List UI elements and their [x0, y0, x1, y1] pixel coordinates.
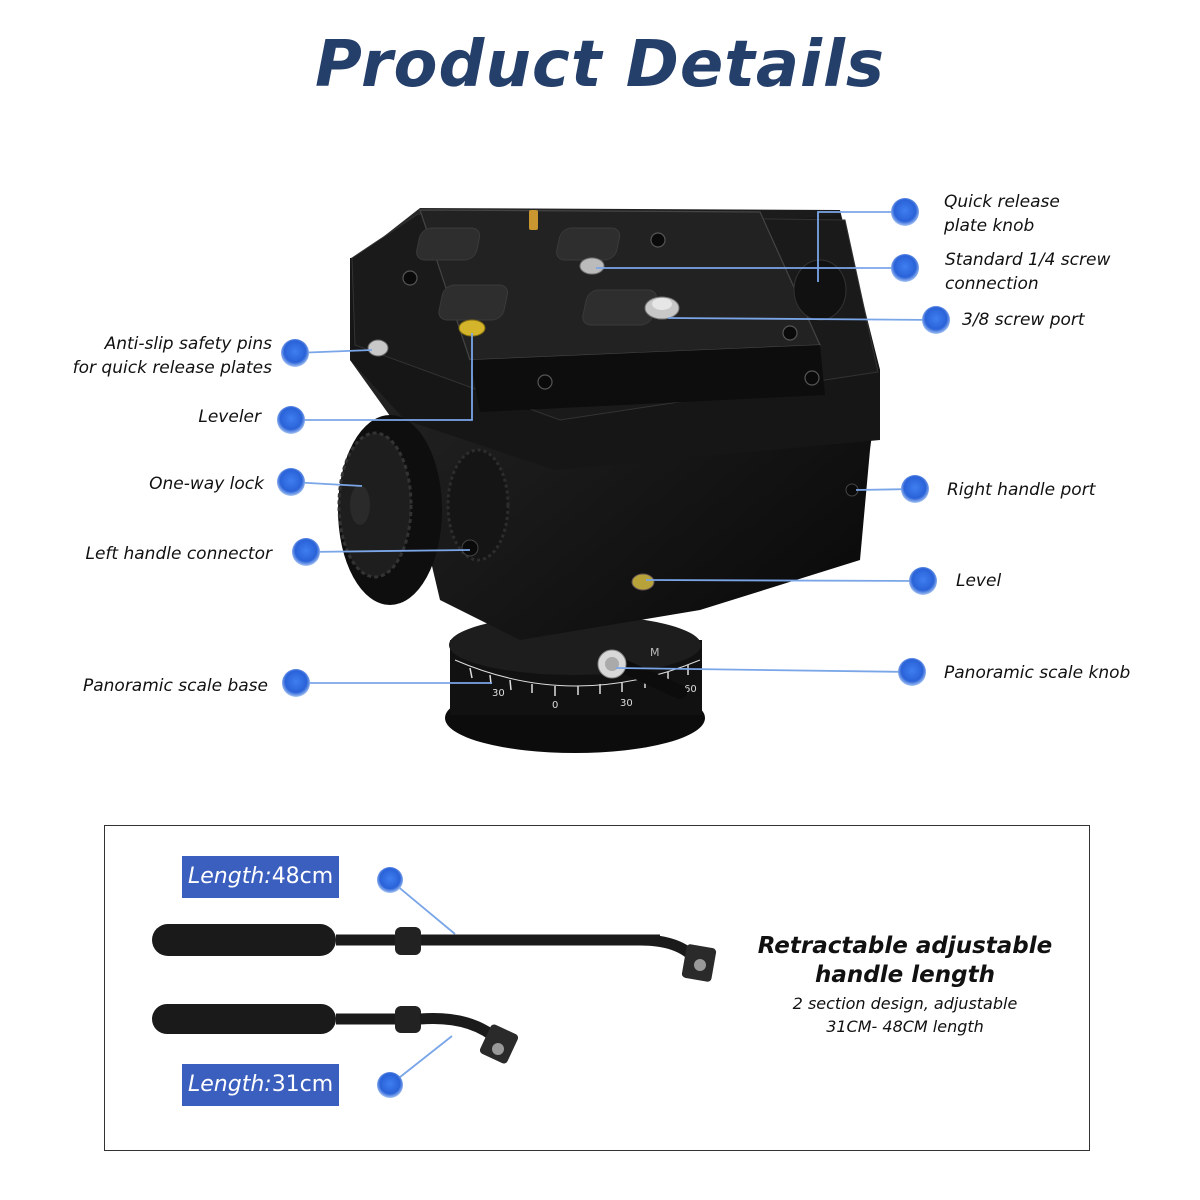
retractable-heading: Retractable adjustable handle length: [757, 933, 1053, 988]
safety-pin-icon: [367, 339, 389, 357]
label-anti-slip-pins: Anti-slip safety pins for quick release …: [72, 334, 272, 378]
label-standard-screw: Standard 1/4 screw connection: [945, 250, 1111, 294]
label-one-way-lock: One-way lock: [149, 474, 264, 494]
label-screw-port: 3/8 screw port: [962, 310, 1085, 330]
callout-dots: [277, 198, 950, 697]
label-panoramic-scale-knob: Panoramic scale knob: [944, 663, 1131, 683]
label-right-handle-port: Right handle port: [947, 480, 1096, 500]
level-bubble-icon: [631, 573, 655, 591]
callout-dot: [377, 1072, 403, 1098]
left-handle-connector-icon: [446, 448, 510, 562]
callout-dot: [377, 867, 403, 893]
tripod-head: 30 0 30 60: [337, 208, 880, 753]
quarter-screw-icon: [579, 257, 605, 275]
brass-pin-icon: [529, 210, 538, 230]
scale-mark: 30: [620, 698, 633, 709]
panoramic-scale-ring: 30 0 30 60: [454, 659, 701, 711]
long-handle-illustration: [152, 924, 717, 982]
svg-text:M: M: [650, 646, 660, 659]
scale-mark: 60: [684, 684, 697, 695]
label-level: Level: [956, 571, 1002, 591]
scale-mark: 30: [492, 688, 505, 699]
label-panoramic-scale-base: Panoramic scale base: [82, 676, 268, 696]
tag-length-31: Length:31cm: [182, 1064, 340, 1106]
label-left-handle-connector: Left handle connector: [85, 544, 273, 564]
handle-length-panel: [104, 825, 1090, 1151]
retractable-text-block: Retractable adjustable handle length 2 s…: [740, 932, 1070, 1038]
handle-leader-lines: [389, 879, 456, 1086]
tag-length-48: Length:48cm: [182, 856, 340, 898]
short-handle-illustration: [152, 1004, 519, 1064]
label-quick-release-knob: Quick release plate knob: [944, 192, 1060, 236]
page-title: Product Details: [315, 28, 885, 102]
label-leveler: Leveler: [198, 407, 261, 427]
one-way-lock-knob-icon: [337, 415, 442, 605]
scale-mark: 0: [552, 700, 558, 711]
panoramic-knob-icon: M: [597, 646, 687, 699]
retractable-description: 2 section design, adjustable 31CM- 48CM …: [792, 994, 1018, 1036]
leader-lines: [290, 211, 937, 684]
quick-release-knob-icon: [793, 259, 847, 321]
quick-release-plate: [416, 209, 825, 412]
